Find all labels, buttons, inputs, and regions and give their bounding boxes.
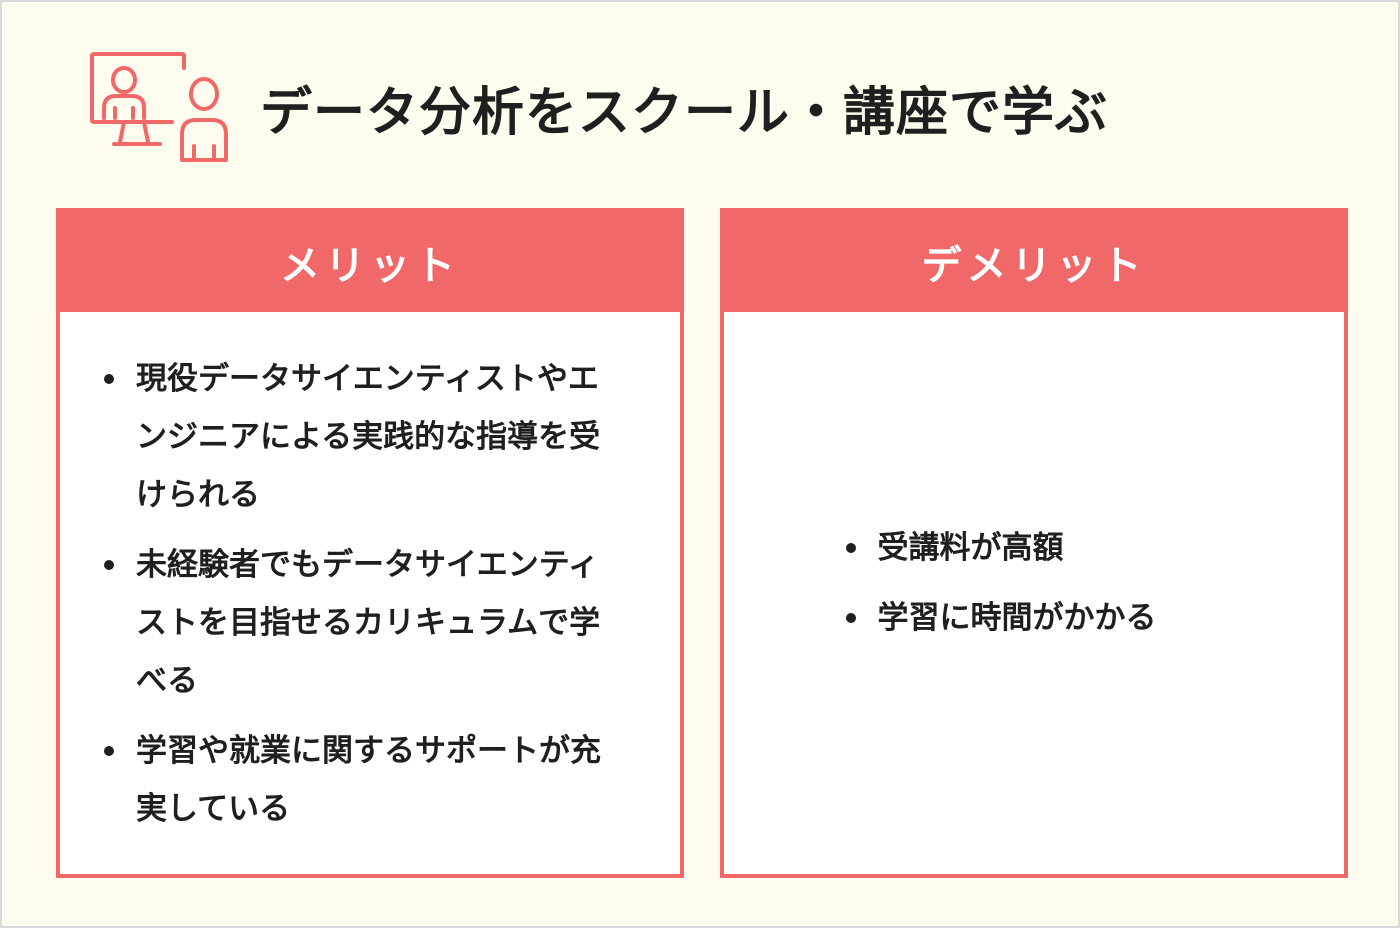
online-lesson-icon bbox=[88, 50, 238, 164]
demerit-heading: デメリット bbox=[724, 212, 1344, 312]
list-item: 受講料が高額 bbox=[842, 523, 1157, 573]
merit-list: 現役データサイエンティストやエンジニアによる実践的な指導を受けられる 未経験者で… bbox=[100, 350, 620, 850]
header: データ分析をスクール・講座で学ぶ bbox=[88, 50, 1108, 164]
bullet-icon bbox=[104, 560, 114, 570]
merit-heading: メリット bbox=[60, 212, 680, 312]
merit-card: メリット 現役データサイエンティストやエンジニアによる実践的な指導を受けられる … bbox=[56, 208, 684, 878]
list-item: 未経験者でもデータサイエンティストを目指せるカリキュラムで学べる bbox=[100, 536, 620, 710]
demerit-card: デメリット 受講料が高額 学習に時間がかかる bbox=[720, 208, 1348, 878]
list-item: 現役データサイエンティストやエンジニアによる実践的な指導を受けられる bbox=[100, 350, 620, 524]
bullet-icon bbox=[845, 613, 856, 623]
bullet-icon bbox=[104, 374, 114, 384]
bullet-icon bbox=[845, 543, 856, 553]
list-item: 学習に時間がかかる bbox=[842, 593, 1157, 643]
demerit-list: 受講料が高額 学習に時間がかかる bbox=[842, 523, 1157, 663]
demerit-body: 受講料が高額 学習に時間がかかる bbox=[724, 312, 1344, 874]
merit-body: 現役データサイエンティストやエンジニアによる実践的な指導を受けられる 未経験者で… bbox=[60, 312, 680, 874]
list-item: 学習や就業に関するサポートが充実している bbox=[100, 722, 620, 838]
bullet-icon bbox=[104, 746, 114, 756]
page-title: データ分析をスクール・講座で学ぶ bbox=[260, 82, 1109, 143]
